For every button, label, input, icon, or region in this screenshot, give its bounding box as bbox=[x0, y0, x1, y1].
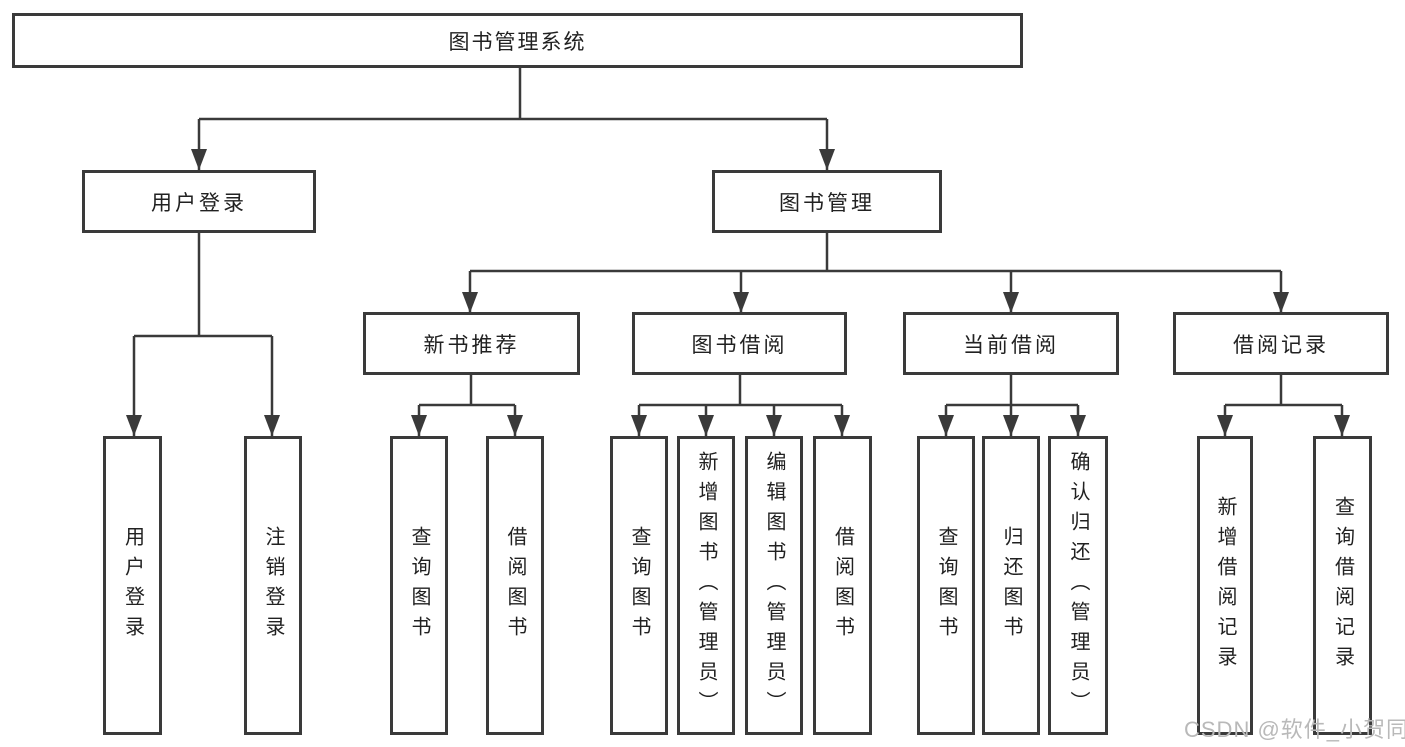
leaf-newbook-borrow-books: 借阅图书 bbox=[486, 436, 544, 735]
node-book-borrowing: 图书借阅 bbox=[632, 312, 847, 375]
connector-user-login-branch bbox=[132, 233, 274, 436]
arrow-down-icon bbox=[1070, 415, 1086, 436]
arrow-down-icon bbox=[1334, 415, 1350, 436]
leaf-borrowing-query-books: 查询图书 bbox=[610, 436, 668, 735]
arrow-down-icon bbox=[834, 415, 850, 436]
connector-new-book-branch bbox=[417, 375, 517, 436]
arrowheads bbox=[126, 149, 1350, 436]
connector-book-borrow-branch bbox=[637, 375, 844, 436]
node-current-borrowing: 当前借阅 bbox=[903, 312, 1119, 375]
node-book-management: 图书管理 bbox=[712, 170, 942, 233]
arrow-down-icon bbox=[411, 415, 427, 436]
arrow-down-icon bbox=[938, 415, 954, 436]
leaf-query-borrow-record: 查询借阅记录 bbox=[1313, 436, 1372, 735]
node-new-book-recommend: 新书推荐 bbox=[363, 312, 580, 375]
arrow-down-icon bbox=[462, 292, 478, 313]
leaf-add-borrow-record: 新增借阅记录 bbox=[1197, 436, 1253, 735]
csdn-watermark: CSDN @软件_小贺同学 bbox=[1184, 717, 1405, 742]
leaf-borrowing-borrow-books: 借阅图书 bbox=[813, 436, 872, 735]
leaf-newbook-query-books: 查询图书 bbox=[390, 436, 448, 735]
connector-lines bbox=[132, 68, 1344, 436]
connector-borrow-record-branch bbox=[1223, 375, 1344, 436]
arrow-down-icon bbox=[631, 415, 647, 436]
node-user-login: 用户登录 bbox=[82, 170, 316, 233]
arrow-down-icon bbox=[1217, 415, 1233, 436]
arrow-down-icon bbox=[126, 415, 142, 436]
node-root-system: 图书管理系统 bbox=[12, 13, 1023, 68]
arrow-down-icon bbox=[191, 149, 207, 170]
arrow-down-icon bbox=[1273, 292, 1289, 313]
leaf-current-query-books: 查询图书 bbox=[917, 436, 975, 735]
leaf-logout: 注销登录 bbox=[244, 436, 302, 735]
arrow-down-icon bbox=[733, 292, 749, 313]
leaf-user-login: 用户登录 bbox=[103, 436, 162, 735]
node-borrowing-records: 借阅记录 bbox=[1173, 312, 1389, 375]
leaf-return-books: 归还图书 bbox=[982, 436, 1040, 735]
arrow-down-icon bbox=[1003, 415, 1019, 436]
arrow-down-icon bbox=[507, 415, 523, 436]
arrow-down-icon bbox=[698, 415, 714, 436]
leaf-add-books-admin: 新增图书（管理员） bbox=[677, 436, 735, 735]
arrow-down-icon bbox=[1003, 292, 1019, 313]
leaf-confirm-return-admin: 确认归还（管理员） bbox=[1048, 436, 1108, 735]
leaf-edit-books-admin: 编辑图书（管理员） bbox=[745, 436, 803, 735]
arrow-down-icon bbox=[766, 415, 782, 436]
connector-root-branch bbox=[197, 68, 829, 170]
connector-book-mgmt-branch bbox=[468, 233, 1283, 313]
arrow-down-icon bbox=[819, 149, 835, 170]
arrow-down-icon bbox=[264, 415, 280, 436]
